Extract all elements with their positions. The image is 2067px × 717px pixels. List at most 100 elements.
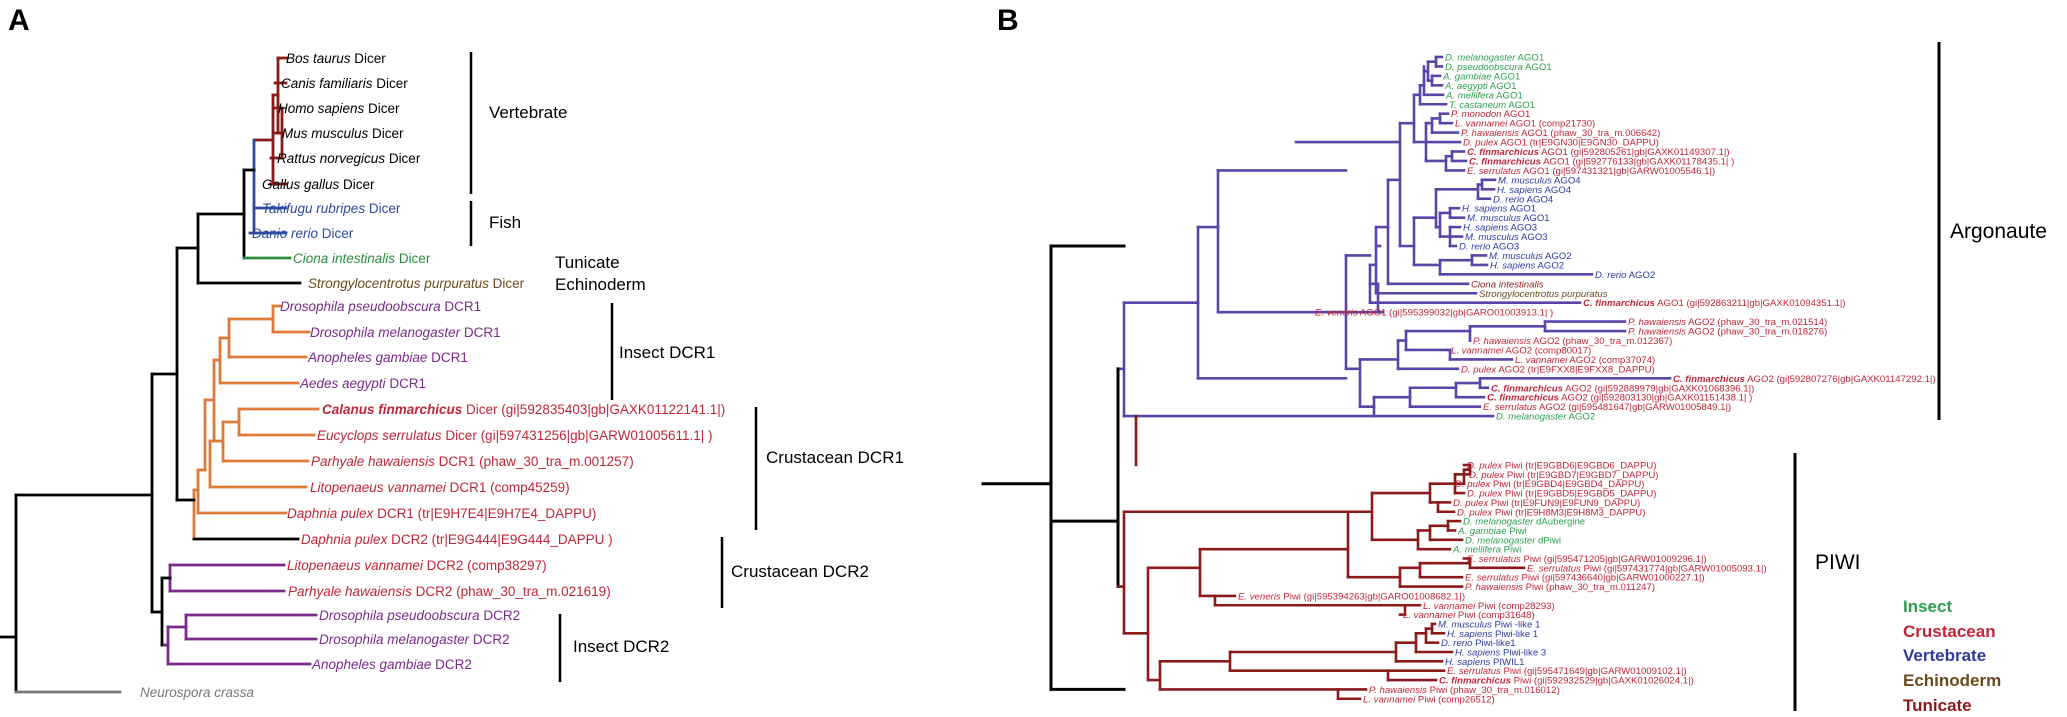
leaf-species: D. pulex <box>1467 489 1503 500</box>
leaf-label: A. gambiae AGO1 <box>1442 71 1520 82</box>
leaf-label: C. finmarchicus AGO2 (gi|592889979|gb|GA… <box>1491 383 1754 394</box>
leaf-species: P. hawaiensis <box>1465 582 1523 593</box>
leaf-label: Danio rerio Dicer <box>252 226 354 241</box>
leaf-gene: AGO2 (tr|E9FXX8|E9FXX8_DAPPU) <box>1496 364 1655 375</box>
leaf-label: Rattus norvegicus Dicer <box>277 151 421 166</box>
leaf-species: C. finmarchicus <box>1673 374 1745 385</box>
leaf-gene: AGO2 (comp80017) <box>1503 345 1591 356</box>
leaf-label: E. serrulatus Piwi (gi|597436640|gb|GARW… <box>1465 573 1705 584</box>
leaf-gene: Dicer <box>373 76 409 91</box>
leaf-species: E. serrulatus <box>1467 554 1521 565</box>
leaf-gene: AGO2 <box>1535 260 1564 271</box>
leaf-label: D. pulex Piwi (tr|E9GBD4|E9GBD4_DAPPU) <box>1455 479 1644 490</box>
leaf-species: M. musculus <box>1465 232 1519 243</box>
leaf-species: E. serrulatus <box>1527 563 1581 574</box>
leaf-species: Bos taurus <box>286 51 351 66</box>
leaf-species: D. pulex <box>1455 479 1491 490</box>
leaf-gene: AGO1 (gi|597431321|gb|GARW01005546.1|) <box>1521 166 1715 177</box>
leaf-label: Eucyclops serrulatus Dicer (gi|597431256… <box>317 428 713 443</box>
leaf-species: D. pulex <box>1463 138 1499 149</box>
leaf-species: Daphnia pulex <box>301 532 389 547</box>
leaf-species: A. mellifera <box>1445 90 1494 101</box>
leaf-gene: DCR1 (phaw_30_tra_m.001257) <box>435 454 634 469</box>
leaf-gene: AGO4 <box>1524 194 1553 205</box>
leaf-species: H. sapiens <box>1447 629 1493 640</box>
leaf-gene: AGO2 (comp37074) <box>1567 355 1655 366</box>
leaf-gene: DCR2 <box>480 608 521 623</box>
leaf-species: A. mellifera <box>1452 545 1501 556</box>
color-legend: Insect Crustacean Vertebrate Echinoderm … <box>1903 597 2001 715</box>
leaf-label: P. hawaiensis AGO2 (phaw_30_tra_m.021514… <box>1628 317 1827 328</box>
clade-label-insect-dcr2: Insect DCR2 <box>573 637 669 656</box>
leaf-label: E. veneris AGO1 (gi|595399032|gb|GARO010… <box>1315 308 1553 319</box>
leaf-gene: DCR2 <box>469 632 510 647</box>
leaf-gene: Dicer <box>351 51 387 66</box>
leaf-gene: AGO1 <box>1492 71 1521 82</box>
leaf-label: M. musculus AGO3 <box>1465 232 1548 243</box>
leaf-gene: Piwi (comp26512) <box>1415 694 1494 705</box>
leaf-gene: DCR2 <box>431 657 472 672</box>
leaf-label: C. finmarchicus AGO1 (gi|592863211|gb|GA… <box>1583 298 1846 309</box>
leaf-label: C. finmarchicus Piwi (gi|592932529|gb|GA… <box>1439 676 1694 687</box>
leaf-species: C. finmarchicus <box>1491 383 1563 394</box>
leaf-gene: Piwi (tr|E9GBD4|E9GBD4_DAPPU) <box>1490 479 1644 490</box>
leaf-species: Parhyale hawaiensis <box>311 454 435 469</box>
leaf-gene: Piwi (comp28293) <box>1475 601 1554 612</box>
leaf-gene: AGO2 (gi|592889979|gb|GAXK01068396.1|) <box>1563 383 1754 394</box>
legend-crustacean: Crustacean <box>1903 622 1996 641</box>
leaf-label: D. melanogaster AGO2 <box>1496 412 1595 423</box>
leaf-gene: AGO2 (phaw_30_tra_m.012367) <box>1531 336 1672 347</box>
leaf-species: Calanus finmarchicus <box>322 402 463 417</box>
leaf-gene: Piwi (tr|E9GBD6|E9GBD6_DAPPU) <box>1502 461 1656 472</box>
leaf-label: A. mellifera Piwi <box>1452 545 1521 556</box>
leaf-species: L. vannamei <box>1515 355 1568 366</box>
leaf-label: H. sapiens Piwi-like 3 <box>1455 648 1546 659</box>
leaf-gene: AGO1 (gi|592863211|gb|GAXK01094351.1|) <box>1655 298 1846 309</box>
leaf-gene: AGO2 <box>1566 412 1595 423</box>
leaf-species: Strongylocentrotus purpuratus <box>308 276 489 291</box>
leaf-gene: Dicer <box>395 251 431 266</box>
leaf-gene: AGO1 <box>1506 100 1535 111</box>
leaf-gene: Piwi <box>1501 545 1521 556</box>
leaf-label: C. finmarchicus AGO1 (gi|592805261|gb|GA… <box>1467 147 1730 158</box>
leaf-label: A. mellifera AGO1 <box>1445 90 1523 101</box>
leaf-label: D. melanogaster AGO1 <box>1445 53 1544 64</box>
leaf-label: Litopenaeus vannamei DCR1 (comp45259) <box>310 480 570 495</box>
leaf-species: Neurospora crassa <box>140 685 255 700</box>
leaf-gene: Piwi (tr|E9FUN9|E9FUN9_DAPPU) <box>1488 498 1640 509</box>
leaf-species: H. sapiens <box>1462 204 1508 215</box>
leaf-species: E. serrulatus <box>1447 666 1501 677</box>
leaf-label: Daphnia pulex DCR2 (tr|E9G444|E9G444_DAP… <box>301 532 613 547</box>
leaf-label: D. melanogaster dPiwi <box>1465 535 1561 546</box>
leaf-gene: Piwi (tr|E9GBD5|E9GBD5_DAPPU) <box>1502 489 1656 500</box>
leaf-label: E. serrulatus Piwi (gi|595471205|gb|GARW… <box>1467 554 1707 565</box>
leaf-gene: Piwi (gi|597431774|gb|GARW01005093.1|) <box>1581 563 1767 574</box>
leaf-label: Parhyale hawaiensis DCR2 (phaw_30_tra_m.… <box>288 584 611 599</box>
leaf-gene: AGO3 <box>1508 223 1537 234</box>
leaf-species: P. monodon <box>1451 109 1502 120</box>
leaf-gene: Dicer <box>364 101 400 116</box>
leaf-gene: dPiwi <box>1535 535 1561 546</box>
leaf-species: Drosophila pseudoobscura <box>319 608 480 623</box>
leaf-label: Ciona intestinalis Dicer <box>293 251 431 266</box>
leaf-label: Drosophila melanogaster DCR1 <box>310 325 501 340</box>
leaf-species: Gallus gallus <box>262 177 340 192</box>
leaf-label: M. musculus Piwi -like 1 <box>1438 619 1540 630</box>
leaf-species: L. vannamei <box>1455 119 1508 130</box>
leaf-gene: AGO2 (gi|592807276|gb|GAXK01147292.1|) <box>1745 374 1936 385</box>
leaf-label: P. hawaiensis Piwi (phaw_30_tra_m.016012… <box>1369 685 1560 696</box>
leaf-label: D. rerio AGO4 <box>1493 194 1554 205</box>
leaf-gene: AGO3 <box>1490 242 1519 253</box>
leaf-gene: Piwi (comp31648) <box>1455 610 1534 621</box>
leaf-label: Drosophila pseudoobscura DCR1 <box>280 299 481 314</box>
leaf-label: P. hawaiensis AGO2 (phaw_30_tra_m.012367… <box>1473 336 1672 347</box>
leaf-label: Ciona intestinalis <box>1471 279 1544 290</box>
leaf-gene: Dicer <box>318 226 354 241</box>
leaf-species: Parhyale hawaiensis <box>288 584 412 599</box>
leaf-species: D. melanogaster <box>1465 535 1536 546</box>
leaf-label: M. musculus AGO4 <box>1498 175 1581 186</box>
leaf-species: H. sapiens <box>1445 657 1491 668</box>
leaf-label: P. hawaiensis AGO1 (phaw_30_tra_m.006642… <box>1461 128 1660 139</box>
leaf-gene: AGO2 (phaw_30_tra_m.018276) <box>1686 327 1827 338</box>
